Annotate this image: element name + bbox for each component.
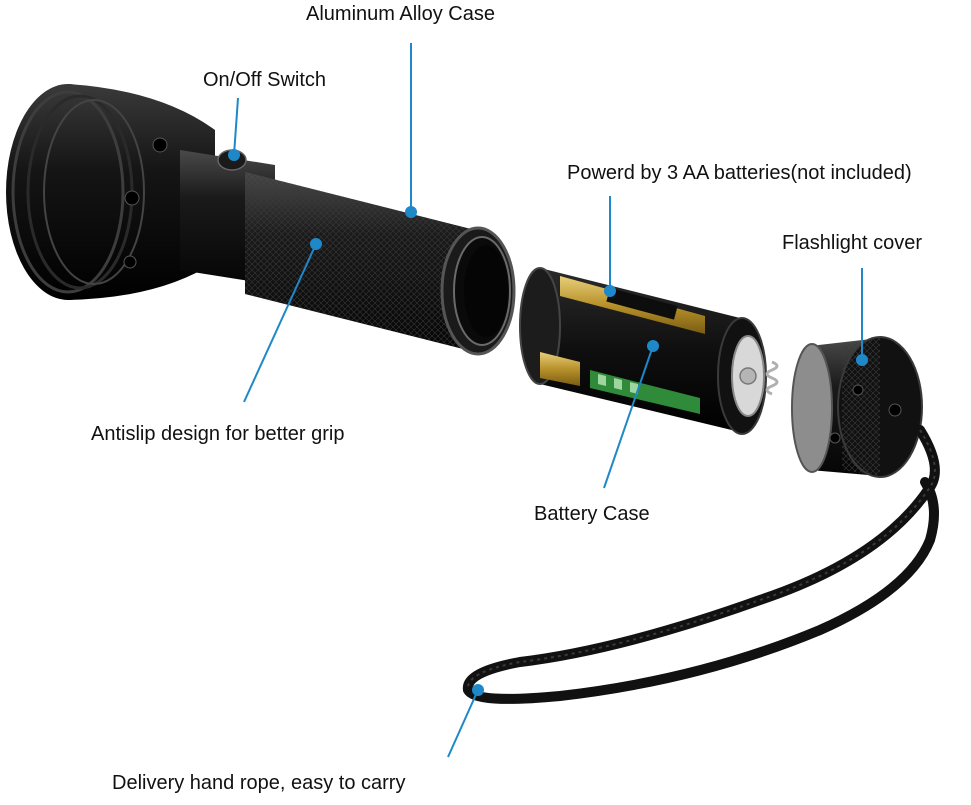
label-on-off-switch: On/Off Switch <box>203 69 327 91</box>
leader-dot-cover <box>856 354 868 366</box>
leader-dot-battery-case <box>647 340 659 352</box>
leader-battery-case <box>603 345 654 489</box>
label-battery-case: Battery Case <box>534 503 650 525</box>
leader-dot-rope <box>472 684 484 696</box>
flashlight-cover <box>791 336 923 478</box>
leader-dot-batteries <box>604 285 616 297</box>
label-flashlight-cover: Flashlight cover <box>782 232 923 254</box>
label-hand-rope: Delivery hand rope, easy to carry <box>112 772 406 794</box>
leader-lines <box>228 43 868 758</box>
leader-dot-grip <box>310 238 322 250</box>
flashlight-body <box>245 172 516 356</box>
leader-dot-switch <box>228 149 240 161</box>
label-antislip-grip: Antislip design for better grip <box>91 423 345 445</box>
leader-switch <box>233 97 239 156</box>
label-aluminum-case: Aluminum Alloy Case <box>306 3 495 25</box>
hand-rope <box>462 425 940 704</box>
leader-rope <box>447 689 479 758</box>
flashlight-head <box>6 84 215 300</box>
battery-case <box>519 267 779 435</box>
leader-dot-aluminum-case <box>405 206 417 218</box>
label-batteries: Powerd by 3 AA batteries(not included) <box>567 162 912 184</box>
leader-grip <box>243 243 317 403</box>
